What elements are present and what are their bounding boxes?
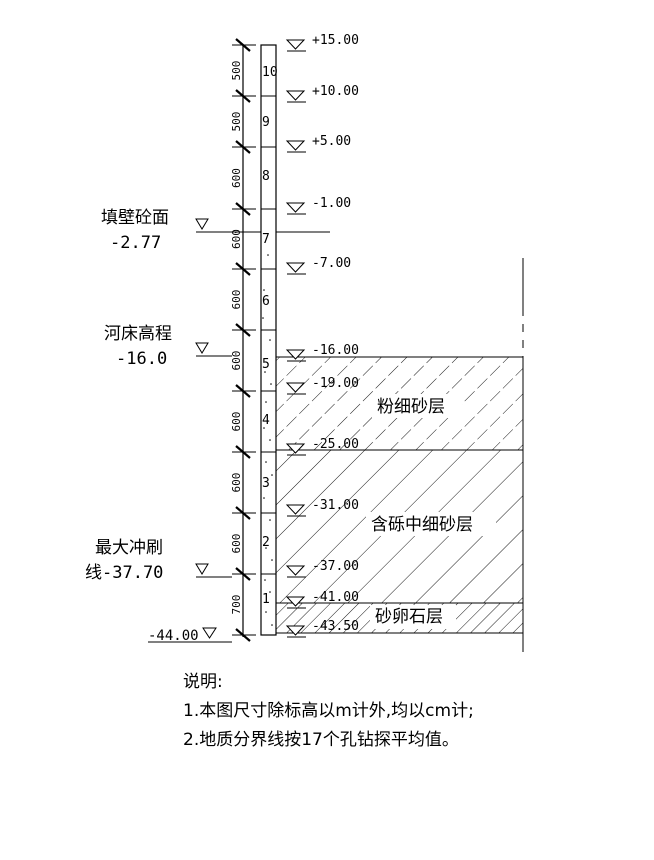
layer-label-fine-sand: 粉细砂层 [377,397,445,417]
dimension-tick [232,506,256,520]
elevation-mark: -7.00 [285,256,351,275]
segment-number: 6 [262,294,270,309]
fill-surface-title: 填壁砼面 [101,208,169,228]
dimension-tick [232,140,256,154]
dimension-tick [232,384,256,398]
elevation-mark: -1.00 [285,196,351,215]
segment-number: 9 [262,115,270,130]
dimension-tick [232,323,256,337]
dimension-label: 600 [230,412,243,432]
dimension-label: 600 [230,351,243,371]
dimension-label: 600 [230,229,243,249]
left-annotations: 填壁砼面 -2.77 河床高程 -16.0 最大冲刷 线-37.70 -44.0… [85,208,330,644]
layer-label-cobble: 砂卵石层 [375,607,443,627]
segment-number: 4 [262,413,270,428]
dimension-tick [232,567,256,581]
elevation-mark: -31.00 [285,498,359,517]
dimension-tick [232,89,256,103]
elevation-mark: -16.00 [285,343,359,362]
dimension-label: 500 [230,61,243,81]
elevation-mark-label: -37.00 [312,559,359,574]
elevation-mark: -37.00 [285,559,359,578]
dimension-tick [232,628,256,642]
scour-value: 线-37.70 [85,563,163,583]
segment-number: 10 [262,65,278,80]
segment-number: 8 [262,169,270,184]
scour-triangle [195,563,232,578]
pile-column [260,44,277,636]
elevation-mark-label: -25.00 [312,437,359,452]
scour-title: 最大冲刷 [95,538,163,558]
segment-number: 2 [262,535,270,550]
elevation-mark: +15.00 [285,33,359,52]
notes-line-2: 2.地质分界线按17个孔钻探平均值。 [183,730,459,750]
dimension-label: 600 [230,534,243,554]
elevation-mark: -25.00 [285,437,359,456]
dimension-label: 600 [230,168,243,188]
bottom-elevation-value: -44.00 [148,628,199,644]
riverbed-value: -16.0 [116,349,167,369]
dimension-tick [232,38,256,52]
notes: 说明: 1.本图尺寸除标高以m计外,均以cm计; 2.地质分界线按17个孔钻探平… [183,668,474,755]
segment-number: 5 [262,357,270,372]
elevation-mark-label: -7.00 [312,256,351,271]
dimension-label: 700 [230,595,243,615]
elevation-mark: +10.00 [285,84,359,103]
elevation-mark-label: -41.00 [312,590,359,605]
elevation-mark-label: -43.50 [312,619,359,634]
riverbed-triangle [195,342,232,357]
bottom-triangle [148,627,232,643]
segment-number: 1 [262,592,270,607]
riverbed-title: 河床高程 [104,324,172,344]
elevation-mark: -43.50 [285,619,359,638]
segment-numbers: 10 9 8 7 6 5 4 3 2 1 [262,65,278,607]
segment-number: 7 [262,232,270,247]
elevation-mark: -19.00 [285,376,359,395]
notes-line-1: 1.本图尺寸除标高以m计外,均以cm计; [183,701,474,721]
segment-number: 3 [262,476,270,491]
notes-heading: 说明: [183,672,223,692]
elevation-mark: -41.00 [285,590,359,609]
elevation-mark-label: -31.00 [312,498,359,513]
dimension-tick [232,262,256,276]
elevation-mark-label: +15.00 [312,33,359,48]
dimension-label: 600 [230,290,243,310]
fill-surface-triangle [195,218,330,233]
soil-layers: 粉细砂层 含砾中细砂层 砂卵石层 [275,356,524,634]
elevation-mark-label: -16.00 [312,343,359,358]
elevation-marks: +15.00 +10.00 +5.00 -1.00 -7.00 -16.00 -19.00 -… [285,33,359,638]
dimension-tick [232,202,256,216]
elevation-mark-label: -1.00 [312,196,351,211]
dimension-label: 600 [230,473,243,493]
elevation-mark-label: -19.00 [312,376,359,391]
dimension-tick [232,445,256,459]
elevation-mark-label: +10.00 [312,84,359,99]
dimension-ticks [232,38,256,642]
layer-label-gravelly-sand: 含砾中细砂层 [371,515,473,535]
fill-surface-value: -2.77 [110,233,161,253]
elevation-mark: +5.00 [285,134,351,153]
elevation-mark-label: +5.00 [312,134,351,149]
dimension-label: 500 [230,112,243,132]
dimension-labels: 500 500 600 600 600 600 600 600 600 700 [230,61,243,615]
